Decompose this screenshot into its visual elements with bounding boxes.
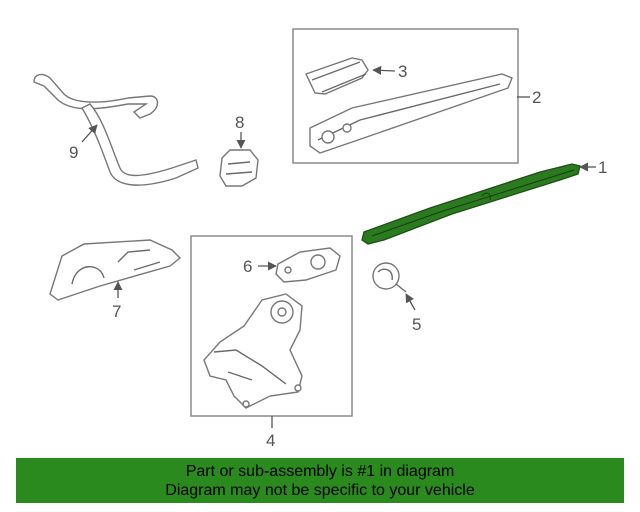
nozzle-part[interactable]	[219, 149, 259, 187]
parts-diagram: 3 2 9 8 1 7 6	[33, 28, 607, 450]
cover-panel-part[interactable]	[49, 239, 182, 301]
callout-8: 8	[235, 113, 244, 132]
wiper-arm-cap-part[interactable]	[305, 57, 369, 95]
wiper-arm-kit-box	[292, 28, 519, 164]
callout-9: 9	[69, 143, 78, 162]
grommet-part[interactable]	[372, 262, 407, 293]
callout-2: 2	[532, 88, 541, 107]
callout-1: 1	[598, 158, 607, 177]
callout-6: 6	[243, 257, 252, 276]
callout-9-leader	[81, 124, 98, 143]
callout-7: 7	[112, 302, 121, 321]
wiper-arm-part[interactable]	[309, 73, 513, 154]
callout-5: 5	[412, 315, 421, 334]
banner-line-2: Diagram may not be specific to your vehi…	[165, 482, 475, 499]
info-banner: Part or sub-assembly is #1 in diagram Di…	[16, 458, 624, 503]
callout-5-leader	[405, 293, 416, 311]
washer-hose-part[interactable]	[33, 73, 199, 186]
banner-line-1: Part or sub-assembly is #1 in diagram	[185, 463, 455, 480]
callout-3: 3	[398, 62, 407, 81]
wiper-blade-highlight[interactable]	[361, 163, 581, 245]
callout-3-leader	[372, 65, 396, 75]
wiper-blade-part[interactable]	[361, 163, 581, 245]
pivot-part[interactable]	[275, 247, 341, 283]
callout-4: 4	[266, 431, 275, 450]
wiper-motor-part[interactable]	[203, 293, 303, 409]
